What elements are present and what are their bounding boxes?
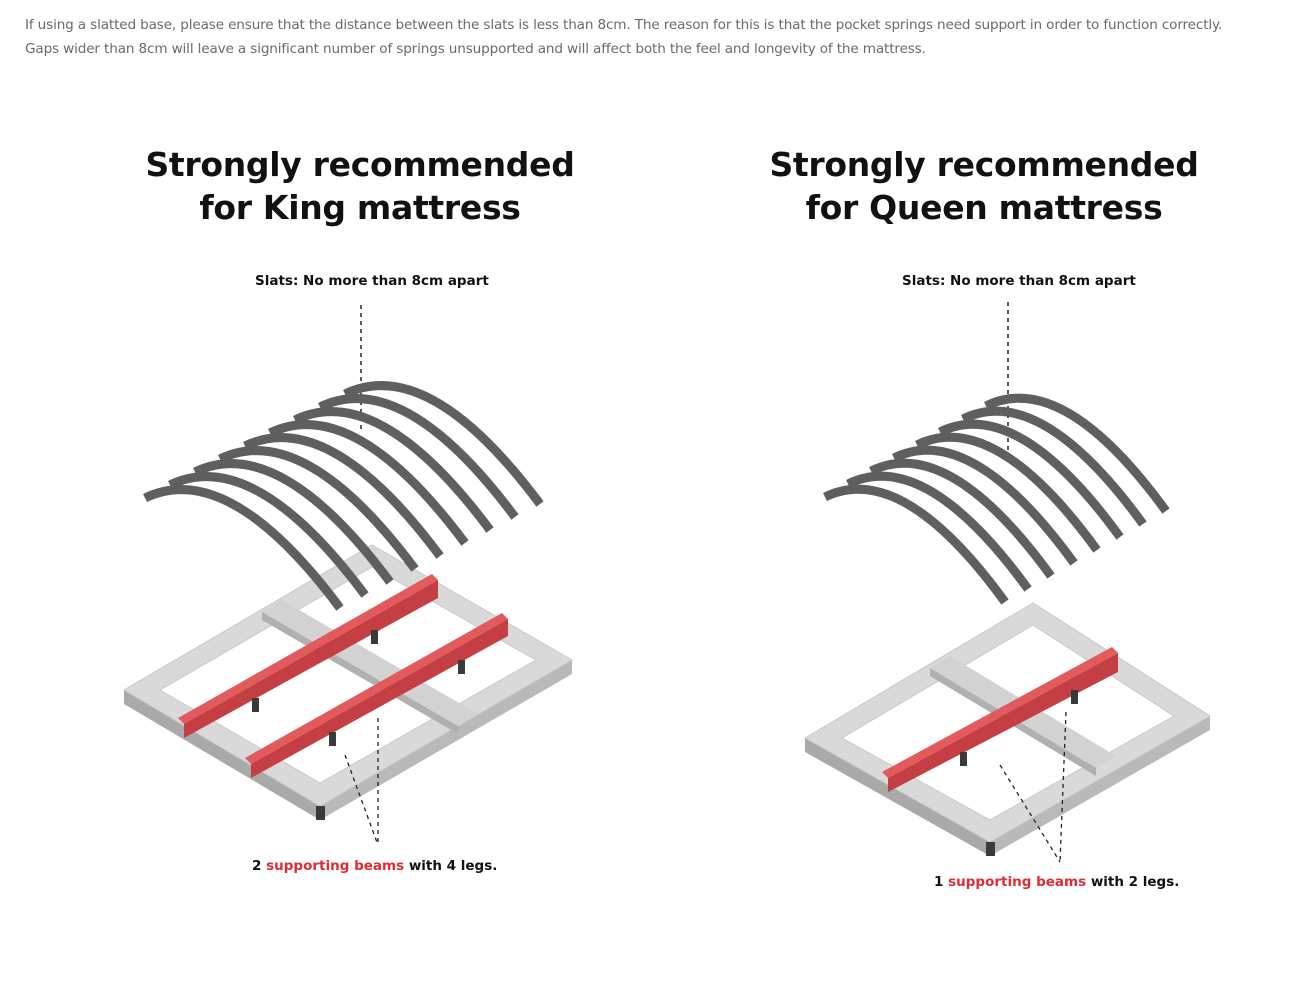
queen-beam-count: 1 bbox=[934, 874, 944, 890]
queen-leg-guide-line-2 bbox=[1059, 711, 1067, 863]
king-frame-side-right bbox=[320, 660, 572, 820]
king-title-line-1: Strongly recommended bbox=[145, 145, 575, 184]
king-leg-1 bbox=[252, 698, 259, 712]
queen-beam-text: supporting beams bbox=[948, 874, 1087, 890]
king-slats bbox=[143, 381, 544, 611]
king-slat-5 bbox=[243, 433, 444, 559]
king-leg-corner bbox=[316, 806, 325, 820]
queen-title-line-2: for Queen mattress bbox=[805, 188, 1163, 227]
king-beam-1-side bbox=[184, 580, 438, 738]
king-slat-6 bbox=[268, 420, 469, 546]
queen-beam-1-side bbox=[888, 653, 1118, 792]
queen-bed-base-diagram bbox=[803, 302, 1211, 863]
king-frame-side-left bbox=[124, 690, 320, 820]
queen-leg-1 bbox=[960, 752, 967, 766]
king-slat-4 bbox=[218, 446, 419, 572]
intro-line-1: If using a slatted base, please ensure t… bbox=[25, 17, 1223, 33]
king-panel: Strongly recommended for King mattress S… bbox=[123, 145, 575, 874]
king-beam-count: 2 bbox=[252, 858, 262, 874]
queen-frame-side-right bbox=[990, 716, 1210, 856]
king-title: Strongly recommended for King mattress bbox=[0, 143, 720, 229]
queen-slat-6 bbox=[938, 419, 1124, 540]
king-frame-center-rail bbox=[262, 600, 478, 726]
intro-line-2: Gaps wider than 8cm will leave a signifi… bbox=[25, 41, 926, 57]
king-slats-label: Slats: No more than 8cm apart bbox=[255, 273, 489, 289]
king-beam-2-side bbox=[251, 619, 508, 778]
king-leg-text: with 4 legs. bbox=[408, 858, 498, 874]
queen-leg-guide-line-1 bbox=[999, 764, 1061, 863]
queen-slat-4 bbox=[892, 445, 1078, 566]
king-slat-8 bbox=[318, 394, 519, 520]
queen-slats-label: Slats: No more than 8cm apart bbox=[902, 273, 1136, 289]
king-beam-text: supporting beams bbox=[266, 858, 405, 874]
queen-panel: Strongly recommended for Queen mattress … bbox=[660, 0, 1315, 988]
king-beams bbox=[178, 574, 508, 778]
queen-slat-7 bbox=[961, 406, 1147, 527]
king-title-line-2: for King mattress bbox=[199, 188, 521, 227]
queen-slat-2 bbox=[846, 471, 1032, 592]
king-frame-rim bbox=[123, 544, 574, 807]
queen-frame-side-left bbox=[805, 738, 990, 856]
king-slat-3 bbox=[193, 459, 394, 585]
king-leg-3 bbox=[329, 732, 336, 746]
queen-beams-label: 1 supporting beams with 2 legs. bbox=[934, 874, 1179, 890]
king-slat-1 bbox=[143, 485, 344, 611]
queen-slat-8 bbox=[984, 393, 1170, 514]
queen-slat-1 bbox=[823, 484, 1009, 605]
queen-title-line-1: Strongly recommended bbox=[769, 145, 1199, 184]
king-slat-2 bbox=[168, 472, 369, 598]
queen-slat-3 bbox=[869, 458, 1055, 579]
king-slat-9 bbox=[343, 381, 544, 507]
queen-leg-2 bbox=[1071, 690, 1078, 704]
queen-beam-1 bbox=[882, 647, 1118, 778]
king-bed-base-diagram bbox=[123, 305, 574, 846]
intro-text: If using a slatted base, please ensure t… bbox=[25, 13, 1313, 61]
king-frame-center-rail-side bbox=[262, 612, 458, 734]
queen-leg-text: with 2 legs. bbox=[1090, 874, 1180, 890]
king-beam-2 bbox=[245, 613, 508, 764]
king-slat-7 bbox=[293, 407, 494, 533]
king-leg-2 bbox=[371, 630, 378, 644]
king-beam-1 bbox=[178, 574, 438, 724]
queen-beams bbox=[882, 647, 1118, 792]
queen-title: Strongly recommended for Queen mattress bbox=[660, 143, 1308, 229]
king-beams-label: 2 supporting beams with 4 legs. bbox=[252, 858, 497, 874]
king-leg-4 bbox=[458, 660, 465, 674]
queen-leg-corner bbox=[986, 842, 995, 856]
queen-slats bbox=[823, 393, 1170, 605]
king-frame bbox=[123, 544, 574, 820]
queen-slat-5 bbox=[915, 432, 1101, 553]
